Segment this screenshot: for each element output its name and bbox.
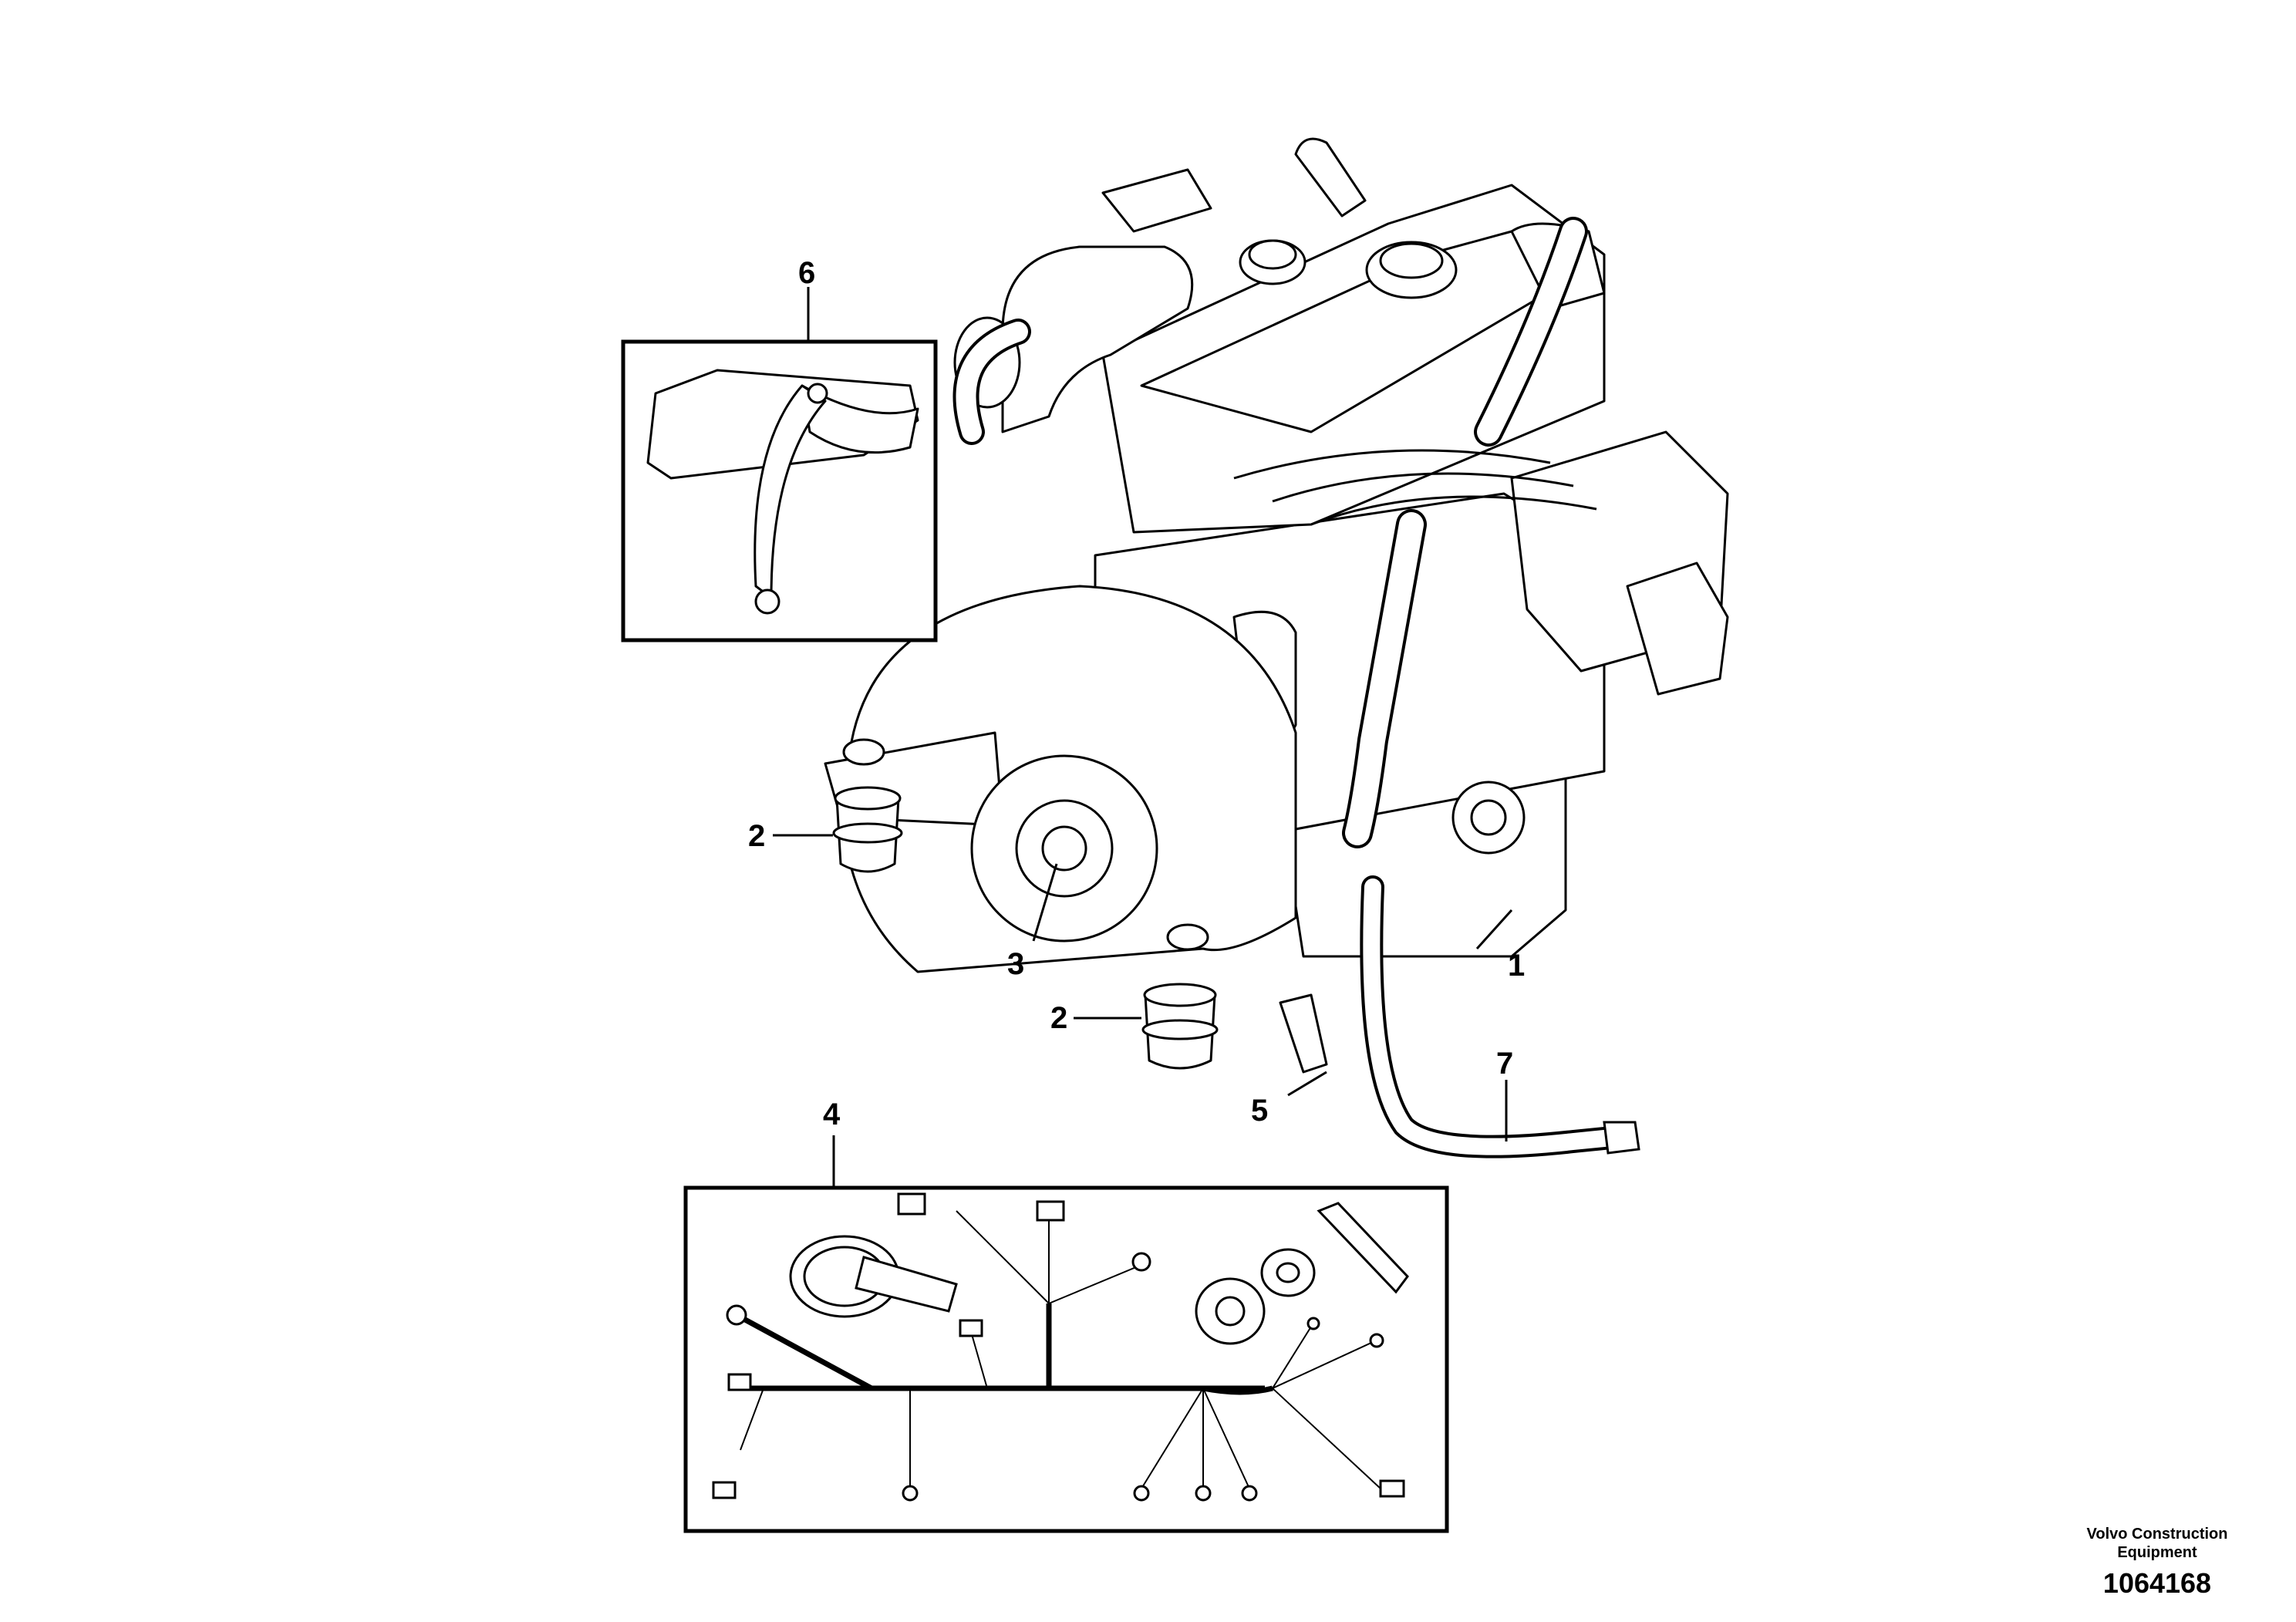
leader-lines — [773, 287, 1513, 1188]
dipstick-handle — [1603, 1121, 1640, 1155]
callout-7: 7 — [1496, 1047, 1513, 1081]
injector-lines — [1233, 449, 1597, 526]
brand-name: Volvo Construction Equipment — [2086, 1526, 2228, 1561]
engine-hoses — [952, 217, 1623, 1158]
callout-2-right-mount: 2 — [1050, 1001, 1067, 1035]
harness-connectors — [712, 1192, 1405, 1502]
callout-3: 3 — [1007, 947, 1024, 981]
bracket-part — [646, 369, 919, 615]
callout-2-left-mount: 2 — [748, 819, 765, 853]
callout-5: 5 — [1251, 1094, 1268, 1128]
cable-tie — [789, 1235, 958, 1318]
drawing-number: 1064168 — [2102, 1567, 2212, 1599]
callout-6: 6 — [798, 256, 815, 290]
engine-assembly — [824, 137, 1729, 1074]
inset-box-4 — [683, 1185, 1449, 1533]
wiring-harness — [735, 1210, 1381, 1489]
callout-4: 4 — [823, 1098, 841, 1131]
grommet-and-washer — [1195, 1202, 1409, 1345]
callout-1: 1 — [1508, 949, 1525, 983]
